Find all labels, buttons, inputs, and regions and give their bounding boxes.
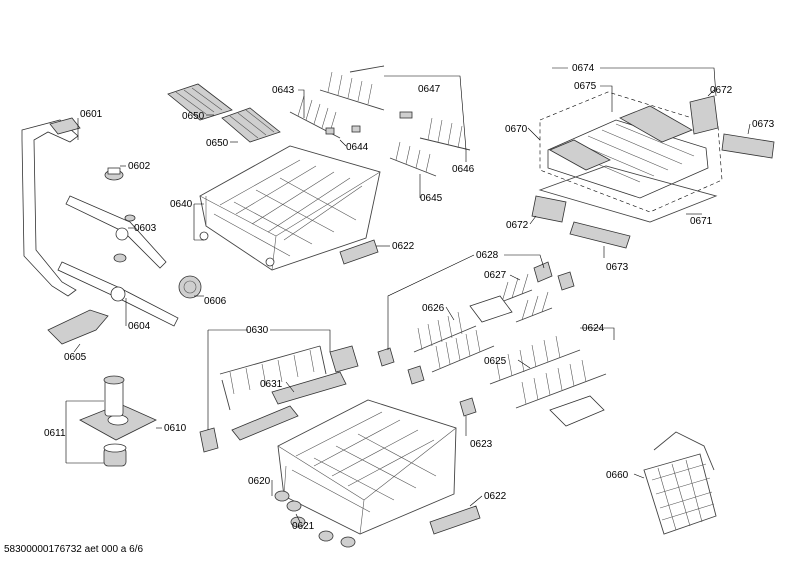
label-0673-b: 0673 (606, 262, 629, 273)
label-0643: 0643 (272, 85, 295, 96)
label-0602: 0602 (128, 161, 151, 172)
label-0605: 0605 (64, 352, 87, 363)
label-0646: 0646 (452, 164, 475, 175)
hinge-wire-part (219, 345, 327, 411)
lower-basket-handle-part (429, 505, 481, 535)
label-0620: 0620 (248, 476, 271, 487)
feed-pipe-part (21, 119, 79, 297)
basket-handle-part (339, 239, 379, 265)
upper-basket-group (167, 65, 471, 271)
label-0672-b: 0672 (506, 220, 529, 231)
label-0623: 0623 (470, 439, 493, 450)
part-labels: 0601 0602 0603 0604 0605 0606 0610 0611 … (44, 63, 775, 532)
footer-document-code: 58300000176732 aet 000 a 6/6 (4, 544, 143, 555)
cutlery-basket-group (643, 431, 717, 535)
leader-lines (65, 67, 751, 523)
label-0604: 0604 (128, 321, 151, 332)
label-0611: 0611 (44, 428, 66, 439)
tray-strip-part-2 (569, 221, 631, 249)
label-0675: 0675 (574, 81, 597, 92)
cup-rack-part-2 (221, 107, 281, 143)
tray-end-cap-part-2 (531, 195, 567, 223)
filter-group (79, 375, 157, 467)
filter-disc-part (47, 309, 109, 345)
label-0650-b: 0650 (206, 138, 229, 149)
lower-basket-group (199, 345, 481, 548)
tine-row-part-2 (349, 65, 471, 151)
label-0660: 0660 (606, 470, 629, 481)
label-0671: 0671 (690, 216, 713, 227)
label-0672-a: 0672 (710, 85, 733, 96)
label-0647: 0647 (418, 84, 441, 95)
tray-outline-dashed (539, 91, 723, 213)
tray-rail-part (538, 165, 718, 223)
label-0628: 0628 (476, 250, 499, 261)
cutlery-tray-group (531, 91, 775, 249)
label-0631: 0631 (260, 379, 283, 390)
label-0624: 0624 (582, 323, 605, 334)
lower-basket-part (277, 399, 457, 535)
tine-group (377, 261, 607, 427)
label-0621: 0621 (292, 521, 315, 532)
round-grate-part (178, 275, 202, 299)
label-0650-a: 0650 (182, 111, 205, 122)
label-0606: 0606 (204, 296, 227, 307)
filter-top-part (104, 379, 124, 417)
tray-strip-part (721, 133, 775, 159)
label-0601: 0601 (80, 109, 103, 120)
label-0625: 0625 (484, 356, 507, 367)
tine-row-part-4 (489, 349, 607, 409)
label-0626: 0626 (422, 303, 445, 314)
spray-arm-group (21, 117, 202, 345)
tray-end-cap-part (689, 95, 719, 135)
label-0644: 0644 (346, 142, 369, 153)
label-0673-a: 0673 (752, 119, 775, 130)
label-0622-a: 0622 (392, 241, 415, 252)
label-0603: 0603 (134, 223, 157, 234)
cutlery-basket-part (643, 453, 717, 535)
wheel-part (274, 490, 290, 502)
label-0645: 0645 (420, 193, 443, 204)
label-0670: 0670 (505, 124, 528, 135)
label-0627: 0627 (484, 270, 507, 281)
label-0640: 0640 (170, 199, 193, 210)
label-0610: 0610 (164, 423, 187, 434)
label-0630: 0630 (246, 325, 269, 336)
lower-rack-part (231, 405, 299, 441)
label-0622-b: 0622 (484, 491, 507, 502)
upper-spray-arm-part (65, 195, 167, 269)
label-0674: 0674 (572, 63, 595, 74)
